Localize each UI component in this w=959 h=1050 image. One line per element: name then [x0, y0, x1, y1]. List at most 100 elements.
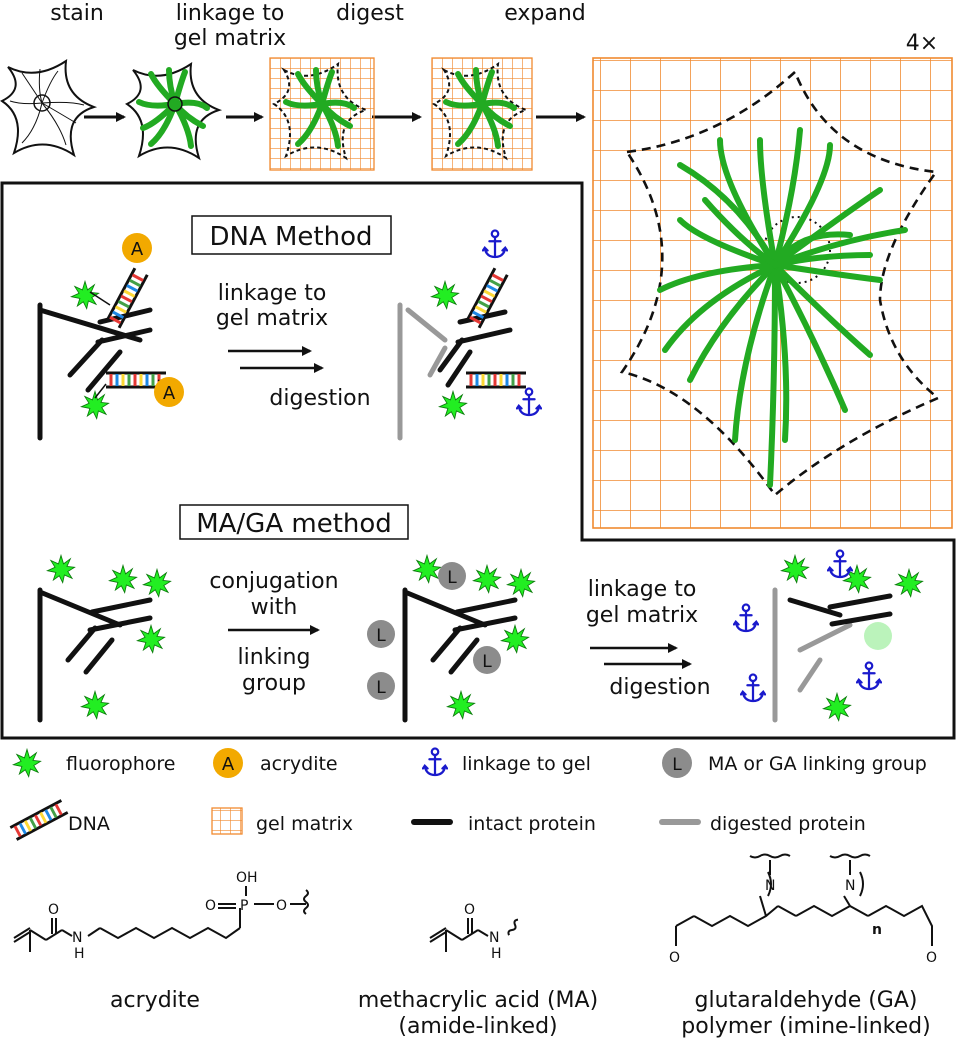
acrydite-structure	[13, 886, 309, 952]
acrydite-letter: A	[163, 383, 176, 404]
fluorophore-marker	[430, 280, 460, 310]
svg-text:L: L	[376, 678, 386, 698]
atom-label: O	[464, 902, 475, 918]
ma-caption-2: (amide-linked)	[398, 1014, 557, 1039]
fluorophore-marker	[894, 568, 924, 598]
legend-linkage-label: linkage to gel	[462, 753, 591, 775]
fluorophore-marker	[822, 692, 852, 722]
dna-method-title: DNA Method	[209, 222, 372, 252]
legend: fluorophore A acrydite linkage to gel L …	[8, 747, 927, 842]
step-digest-label: digest	[336, 1, 404, 26]
fluorophore-marker	[446, 690, 476, 720]
fluorophore-marker	[108, 564, 138, 594]
legend-acrydite-label: acrydite	[260, 753, 338, 775]
legend-anchor-icon	[422, 747, 448, 777]
atom-label: O	[669, 950, 680, 966]
atom-label: N	[765, 878, 775, 894]
legend-intact-label: intact protein	[468, 813, 596, 835]
fluorophore-marker	[472, 564, 502, 594]
maga-arrow2-label-3: digestion	[609, 675, 710, 700]
legend-linker-icon	[662, 748, 692, 778]
atom-label: N	[72, 930, 82, 946]
anchor-icon	[516, 387, 542, 417]
ma-structure	[429, 918, 519, 952]
legend-digested-label: digested protein	[710, 813, 866, 835]
step-linkage-label-2: gel matrix	[174, 26, 286, 51]
atom-label: N	[489, 930, 499, 946]
fluorophore-marker	[780, 554, 810, 584]
dna-arrow-label-3: digestion	[269, 386, 370, 411]
expanded-cell	[592, 57, 953, 529]
atom-label: H	[74, 946, 85, 962]
legend-acrydite-icon	[213, 748, 243, 778]
maga-arrow1-label-2: with	[251, 595, 298, 620]
atom-label: O	[276, 898, 287, 914]
anchor-icon	[482, 229, 508, 259]
dna-arrow-label-2: gel matrix	[216, 306, 328, 331]
legend-fluorophore-icon	[12, 748, 42, 778]
svg-text:L: L	[482, 652, 492, 672]
maga-antibody-2	[402, 587, 518, 723]
ga-caption-2: polymer (imine-linked)	[681, 1014, 930, 1039]
step-labels: stain linkage to gel matrix digest expan…	[50, 1, 938, 56]
fluorophore-marker	[500, 624, 530, 654]
svg-text:A: A	[222, 754, 235, 775]
maga-method: MA/GA method conjugation with linking gr…	[37, 504, 924, 723]
acrydite-marker	[154, 377, 184, 407]
dna-antibody-digested	[397, 302, 448, 441]
step-expand-label: expand	[504, 1, 586, 26]
acrydite-letter: A	[131, 239, 144, 260]
atom-label: OH	[236, 870, 258, 886]
acrydite-caption: acrydite	[110, 988, 200, 1013]
step-stain-label: stain	[50, 1, 104, 26]
fluorophore-marker	[136, 624, 166, 654]
dna-arrow-label-1: linkage to	[218, 281, 327, 306]
maga-antibody-1	[37, 587, 153, 723]
legend-dna-label: DNA	[68, 813, 110, 835]
cell-unstained	[0, 58, 98, 158]
atom-label: P	[240, 898, 248, 914]
maga-arrow1-label-4: group	[242, 671, 306, 696]
svg-text:L: L	[447, 568, 457, 588]
ma-caption-1: methacrylic acid (MA)	[358, 988, 598, 1013]
step-linkage-label-1: linkage to	[176, 1, 285, 26]
fluorophore-marker	[412, 554, 442, 584]
atom-label: H	[491, 946, 502, 962]
cell-in-gel	[269, 57, 375, 171]
maga-antibody-3	[772, 587, 853, 723]
anchor-icon	[740, 673, 766, 703]
atom-label: O	[205, 898, 216, 914]
ga-caption-1: glutaraldehyde (GA)	[695, 988, 918, 1013]
linker-marker	[367, 672, 395, 700]
anchor-icon	[856, 661, 882, 691]
fluorophore-marker	[506, 568, 536, 598]
maga-arrow1-label-3: linking	[238, 645, 311, 670]
legend-linker-label: MA or GA linking group	[708, 753, 927, 775]
legend-gel-label: gel matrix	[256, 813, 353, 835]
linker-marker	[367, 620, 395, 648]
svg-text:L: L	[672, 755, 682, 775]
dna-method: DNA Method A A linkage to gel matrix dig…	[37, 215, 542, 441]
dna-strand	[465, 371, 527, 389]
atom-label: O	[926, 950, 937, 966]
maga-arrow1-label-1: conjugation	[209, 569, 338, 594]
fluorophore-marker	[142, 568, 172, 598]
ga-structure	[675, 853, 933, 946]
methods-panel-border	[0, 181, 956, 740]
maga-arrow2-label-2: gel matrix	[586, 603, 698, 628]
legend-dna-icon	[8, 798, 70, 842]
fluorophore-marker	[46, 554, 76, 584]
linker-marker	[438, 562, 466, 590]
cell-digested-in-gel	[431, 57, 533, 171]
anchor-icon	[733, 603, 759, 633]
fluorophore-marker	[80, 390, 110, 420]
acrydite-marker	[122, 233, 152, 263]
fluorophore-marker	[438, 390, 468, 420]
atom-label: n	[872, 922, 882, 938]
anchor-icon	[827, 549, 853, 579]
fluorophore-marker	[80, 690, 110, 720]
cell-stained	[125, 61, 223, 161]
dna-strand	[105, 266, 149, 330]
linker-marker	[473, 646, 501, 674]
